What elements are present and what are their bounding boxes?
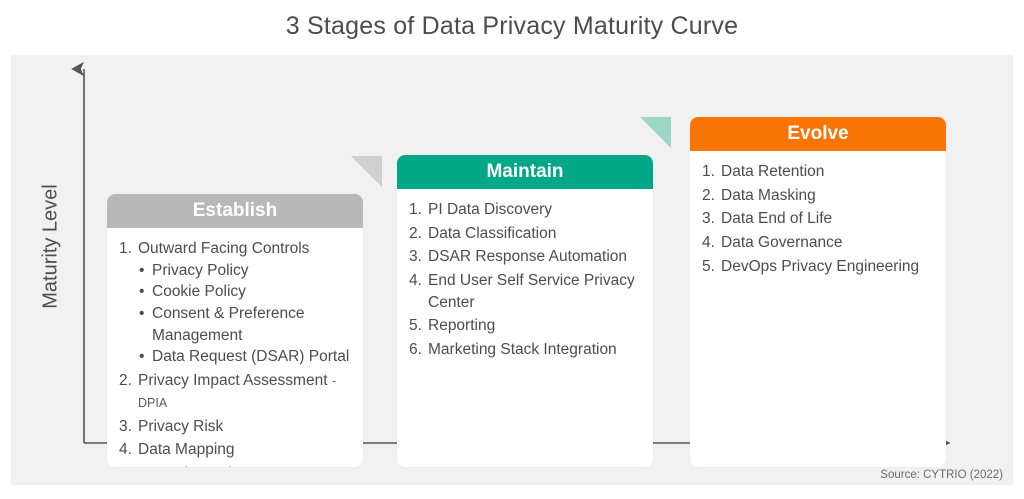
list-item-number: 1. — [119, 240, 132, 257]
list-item: 3. Privacy Risk — [119, 416, 353, 438]
list-item-number: 4. — [702, 234, 715, 252]
chart-frame: Maturity Level Time Source: CYTRIO (2022… — [11, 55, 1013, 485]
list-item: 3. Data End of Life — [702, 208, 936, 230]
sub-list-item-label: Cookie Policy — [152, 283, 246, 301]
stage-card-maintain[interactable]: Maintain 1. PI Data Discovery 2. Data Cl… — [397, 155, 653, 467]
list-item: 5. DevOps Privacy Engineering — [702, 256, 936, 278]
sub-list-item: Consent & Preference Management — [138, 303, 353, 346]
list-item-label: Marketing Stack Integration — [428, 341, 617, 359]
page-title: 3 Stages of Data Privacy Maturity Curve — [285, 12, 739, 40]
stage-card-establish[interactable]: Establish 1. Outward Facing Controls Pri… — [107, 194, 363, 467]
list-item-number: 2. — [702, 186, 715, 204]
stage-item-list: 1. PI Data Discovery 2. Data Classificat… — [409, 199, 643, 361]
list-item-label: Record Keeping — [138, 465, 249, 467]
list-item-label: PI Data Discovery — [428, 201, 553, 218]
list-item: 1. Data Retention — [702, 161, 936, 183]
source-attribution: Source: CYTRIO (2022) — [880, 469, 1003, 481]
sub-list-item: Privacy Policy — [138, 260, 353, 282]
list-item-number: 3. — [119, 417, 132, 435]
list-item-label: End User Self Service Privacy Center — [428, 272, 635, 311]
list-item-number: 1. — [702, 163, 715, 180]
list-item-label: Data Classification — [428, 224, 557, 242]
list-item-label: Data End of Life — [721, 210, 833, 228]
list-item: 4. Data Governance — [702, 232, 936, 254]
stage-body-evolve: 1. Data Retention 2. Data Masking 3. Dat… — [690, 151, 946, 287]
list-item-number: 5. — [409, 317, 422, 335]
stage-body-maintain: 1. PI Data Discovery 2. Data Classificat… — [397, 189, 653, 371]
list-item: 1. Outward Facing Controls Privacy Polic… — [119, 238, 353, 368]
list-item: 6. Marketing Stack Integration — [409, 339, 643, 361]
list-item-label: DSAR Response Automation — [428, 248, 628, 266]
list-item-number: 3. — [702, 210, 715, 228]
list-item: 2. Privacy Impact Assessment - DPIA — [119, 370, 353, 413]
list-item-number: 1. — [409, 201, 422, 218]
list-item-number: 4. — [409, 272, 422, 290]
list-item: 2. Data Classification — [409, 223, 643, 245]
list-item: 1. PI Data Discovery — [409, 199, 643, 221]
fold-corner-establish-icon — [351, 156, 382, 187]
list-item-number: 2. — [119, 372, 132, 390]
stage-header-establish: Establish — [107, 194, 363, 228]
list-item-label: Privacy Risk — [138, 417, 224, 435]
sub-list-item: Cookie Policy — [138, 281, 353, 303]
list-item-number: 5. — [702, 257, 715, 275]
list-item-label: Outward Facing Controls — [138, 240, 310, 257]
sub-item-list: Privacy Policy Cookie Policy Consent & P… — [138, 260, 353, 368]
list-item: 3. DSAR Response Automation — [409, 246, 643, 268]
list-item: 2. Data Masking — [702, 185, 936, 207]
list-item-number: 4. — [119, 441, 132, 459]
stage-item-list: 1. Outward Facing Controls Privacy Polic… — [119, 238, 353, 467]
sub-list-item: Data Request (DSAR) Portal — [138, 346, 353, 368]
y-axis-label: Maturity Level — [39, 184, 62, 309]
stage-header-maintain: Maintain — [397, 155, 653, 189]
sub-list-item-label: Consent & Preference Management — [152, 305, 305, 344]
list-item-label: DevOps Privacy Engineering — [721, 257, 920, 275]
sub-list-item-label: Data Request (DSAR) Portal — [152, 348, 350, 366]
list-item: 4. Data Mapping — [119, 439, 353, 461]
sub-list-item-label: Privacy Policy — [152, 261, 249, 279]
list-item-number: 3. — [409, 248, 422, 266]
list-item-label: Data Masking — [721, 186, 816, 204]
list-item-label: Data Mapping — [138, 441, 235, 459]
list-item-label: Data Governance — [721, 234, 843, 252]
list-item-label: Privacy Impact Assessment — [138, 372, 328, 390]
stage-card-evolve[interactable]: Evolve 1. Data Retention 2. Data Masking… — [690, 117, 946, 467]
list-item-note: - DPIA — [138, 374, 336, 410]
stage-body-establish: 1. Outward Facing Controls Privacy Polic… — [107, 228, 363, 467]
stage-header-evolve: Evolve — [690, 117, 946, 151]
list-item-number: 6. — [409, 341, 422, 359]
list-item: 5. Record Keeping - ROPA — [119, 463, 353, 467]
list-item: 5. Reporting — [409, 315, 643, 337]
stage-item-list: 1. Data Retention 2. Data Masking 3. Dat… — [702, 161, 936, 277]
list-item-label: Data Retention — [721, 163, 825, 180]
fold-corner-maintain-icon — [640, 117, 671, 148]
list-item-label: Reporting — [428, 317, 496, 335]
list-item: 4. End User Self Service Privacy Center — [409, 270, 643, 313]
list-item-number: 2. — [409, 224, 422, 242]
list-item-number: 5. — [119, 463, 132, 467]
